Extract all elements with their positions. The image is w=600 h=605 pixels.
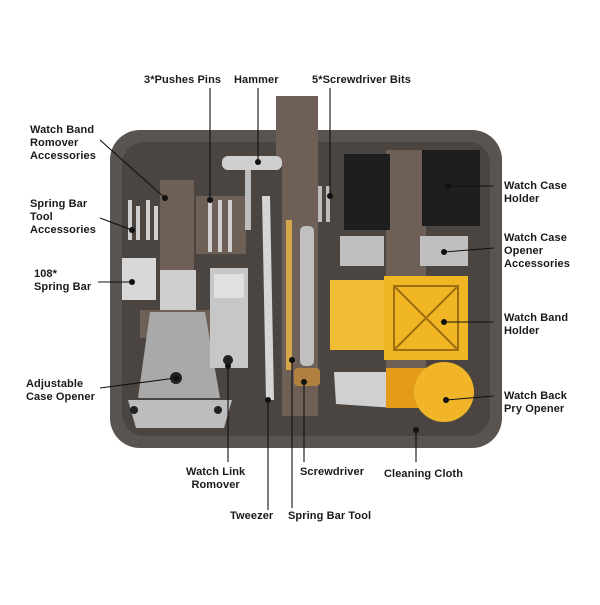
label-watch-case-opener-accessories: Watch Case Opener Accessories (504, 232, 570, 270)
label-watch-band-holder: Watch Band Holder (504, 312, 569, 337)
label-watch-link-remover: Watch Link Romover (186, 466, 246, 491)
label-spring-bar-tool: Spring Bar Tool (288, 510, 372, 522)
cleaning-cloth (414, 362, 474, 422)
label-pushes-pins: 3*Pushes Pins (144, 74, 222, 86)
band-holder-pad (330, 280, 384, 350)
leader-dots (129, 159, 451, 433)
label-tweezer: Tweezer (230, 510, 274, 522)
screwdriver (294, 226, 320, 386)
watch-link-remover (210, 268, 248, 368)
label-screwdriver-bits: 5*Screwdriver Bits (312, 74, 412, 86)
case-holder-right (422, 150, 480, 226)
case-holder-left (344, 154, 390, 230)
label-watch-case-holder: Watch Case Holder (504, 180, 567, 205)
opener-accessories-left (340, 236, 384, 266)
pry-opener-blade (334, 372, 396, 408)
hammer (222, 156, 282, 230)
strap-right (386, 150, 426, 400)
label-cleaning-cloth: Cleaning Cloth (384, 468, 464, 480)
label-spring-bar-tool-accessories: Spring Bar Tool Accessories (30, 198, 96, 236)
pushes-pins (208, 200, 232, 252)
label-watch-back-pry-opener: Watch Back Pry Opener (504, 390, 567, 415)
leader-lines (98, 88, 495, 510)
label-watch-band-remover-accessories: Watch Band Romover Accessories (30, 124, 96, 162)
spring-bar-accessories (128, 200, 158, 240)
adjustable-case-opener (122, 258, 232, 428)
screwdriver-bits (318, 186, 330, 222)
label-screwdriver: Screwdriver (300, 466, 365, 478)
label-spring-bar-108: 108* Spring Bar (34, 268, 92, 293)
handle-strap (276, 96, 318, 166)
tweezer (262, 196, 274, 400)
label-adjustable-case-opener: Adjustable Case Opener (26, 378, 95, 403)
label-hammer: Hammer (234, 74, 279, 86)
spring-bar-tool (286, 220, 292, 370)
